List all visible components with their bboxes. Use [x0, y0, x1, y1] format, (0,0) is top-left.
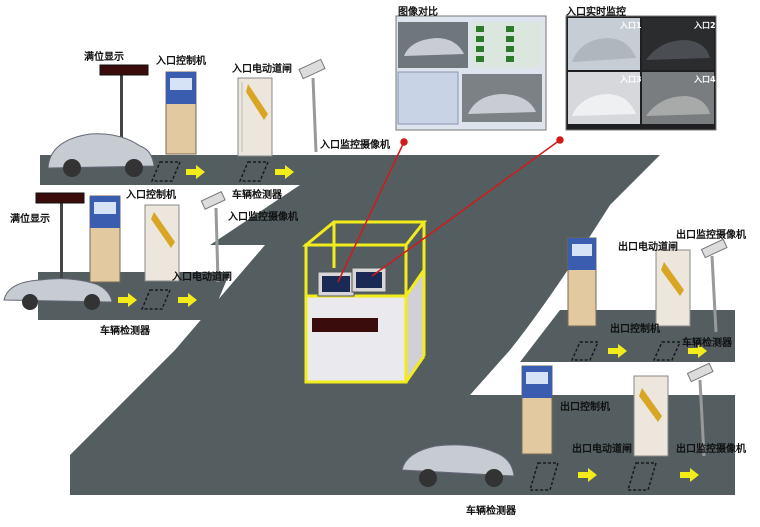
- exit-controller-1: [567, 237, 597, 327]
- exit-camera-2: [686, 362, 714, 457]
- full-display-sign-1: [99, 64, 149, 150]
- live-monitor-screen: [565, 15, 717, 131]
- entry-gate-1: [237, 77, 273, 157]
- vehicle-detector-label-1: 车辆检测器: [232, 190, 282, 201]
- full-display-sign-2: [35, 192, 85, 282]
- entry-camera-label-1: 入口监控摄像机: [320, 140, 390, 151]
- monitor-cam-label: 入口3: [620, 75, 642, 84]
- monitor-cam-label: 入口4: [694, 75, 716, 84]
- image-compare-title: 图像对比: [398, 7, 438, 18]
- exit-controller-label-2: 出口控制机: [560, 402, 610, 413]
- monitor-cam-label: 入口2: [694, 21, 716, 30]
- full-display-label-1: 满位显示: [84, 52, 124, 63]
- exit-gate-label-2: 出口电动道闸: [572, 444, 632, 455]
- image-compare-screen: [395, 15, 547, 131]
- exit-camera-label-2: 出口监控摄像机: [676, 444, 746, 455]
- entry-controller-label-2: 入口控制机: [126, 190, 176, 201]
- control-booth: [301, 220, 428, 384]
- exit-controller-2: [521, 365, 553, 455]
- exit-controller-label-1: 出口控制机: [610, 324, 660, 335]
- entry-controller-2: [89, 195, 121, 283]
- car-entry-1: [47, 133, 155, 177]
- network-links: [337, 136, 564, 283]
- exit-camera-1: [700, 238, 728, 333]
- entry-camera-label-2: 入口监控摄像机: [228, 212, 298, 223]
- full-display-label-2: 满位显示: [10, 214, 50, 225]
- entry-gate-2: [144, 204, 180, 282]
- exit-gate-1: [655, 249, 691, 327]
- vehicle-detector-label-2: 车辆检测器: [100, 326, 150, 337]
- direction-arrows: [118, 165, 707, 482]
- entry-gate-label-2: 入口电动道闸: [172, 272, 232, 283]
- entry-gate-label-1: 入口电动道闸: [232, 64, 292, 75]
- entry-camera-1: [298, 58, 326, 153]
- entry-controller-1: [165, 71, 197, 155]
- exit-detector-label-2: 车辆检测器: [466, 506, 516, 517]
- exit-gate-2: [633, 375, 669, 457]
- monitor-cam-label: 入口1: [620, 21, 642, 30]
- exit-detector-label-1: 车辆检测器: [682, 338, 732, 349]
- car-entry-2: [3, 278, 113, 310]
- exit-gate-label-1: 出口电动道闸: [618, 242, 678, 253]
- detector-loops: [140, 161, 682, 491]
- exit-camera-label-1: 出口监控摄像机: [676, 230, 746, 241]
- live-monitor-title: 入口实时监控: [566, 7, 626, 18]
- entry-camera-2: [200, 191, 226, 283]
- car-exit: [401, 444, 515, 487]
- entry-controller-label-1: 入口控制机: [156, 56, 206, 67]
